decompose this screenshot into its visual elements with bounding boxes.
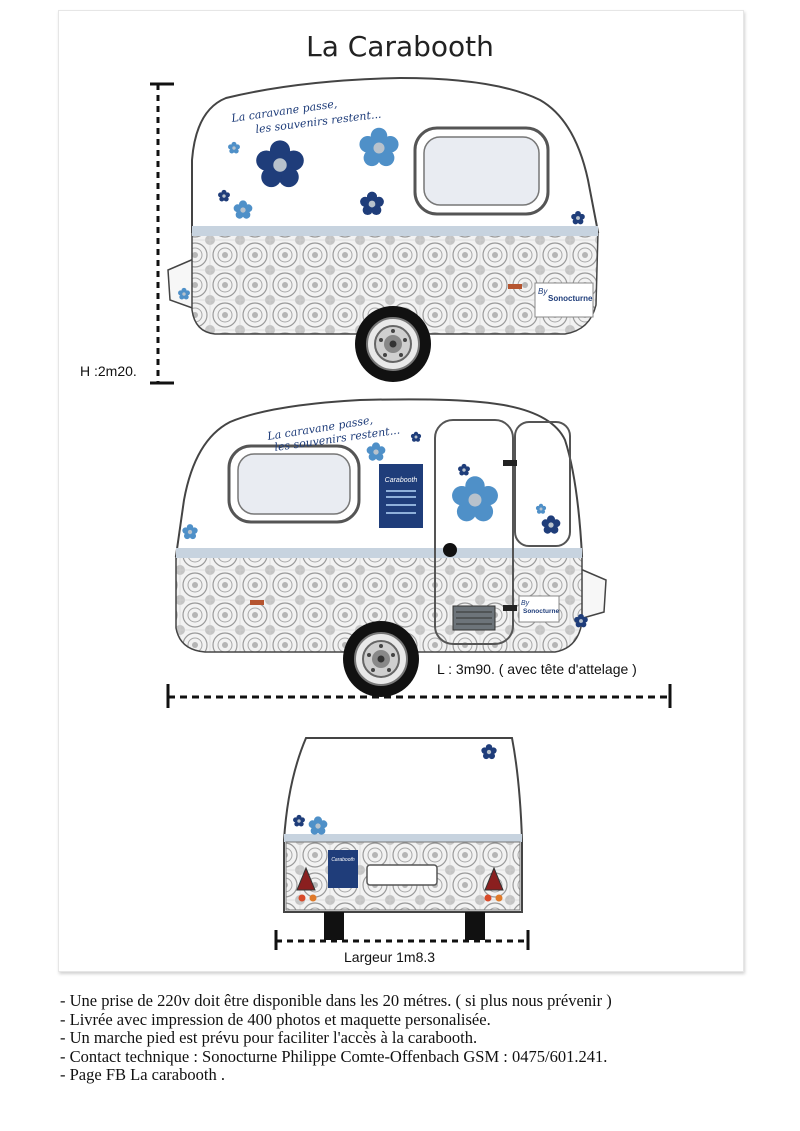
- length-label: L : 3m90. ( avec tête d'attelage ): [437, 661, 637, 677]
- height-label: H :2m20.: [80, 363, 137, 379]
- note-item: - Livrée avec impression de 400 photos e…: [60, 1009, 491, 1029]
- note-item: - Un marche pied est prévu pour facilite…: [60, 1028, 478, 1047]
- info-board-title: Carabooth: [385, 477, 418, 484]
- brand-name: Sonocturne: [523, 608, 559, 615]
- door: [434, 419, 514, 645]
- note-item: - Une prise de 220v doit être disponible…: [60, 991, 612, 1010]
- brand-name: Sonocturne: [548, 294, 593, 303]
- width-label: Largeur 1m8.3: [344, 949, 436, 965]
- notes-list: - Une prise de 220v doit être disponible…: [60, 991, 780, 1085]
- caravan-rear-view: Carabooth: [274, 737, 530, 950]
- caravan-side-view-top: La caravane passe, les souvenirs restent…: [150, 76, 600, 385]
- wheel: [354, 305, 432, 383]
- license-plate: [366, 864, 438, 886]
- note-item: - Page FB La carabooth .: [60, 1065, 225, 1084]
- caravan-side-view-middle: La caravane passe, les souvenirs restent…: [166, 398, 672, 708]
- wheel: [342, 620, 420, 698]
- brand-by: By: [538, 287, 548, 296]
- rear-sign-title: Carabooth: [331, 857, 355, 863]
- page-title: La Carabooth: [306, 30, 494, 63]
- note-item: - Contact technique : Sonocturne Philipp…: [60, 1046, 608, 1066]
- brand-by: By: [521, 600, 530, 607]
